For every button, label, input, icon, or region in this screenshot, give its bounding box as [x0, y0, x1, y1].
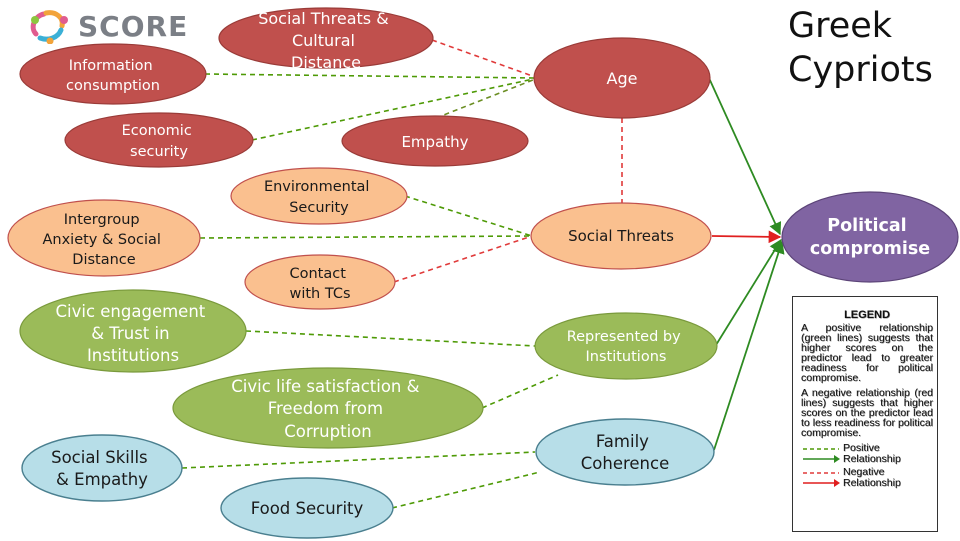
svg-text:Family Coherence: Family Coherence: [581, 432, 669, 473]
arrow-family-to-political-compromise: [713, 240, 785, 451]
arrow-represented-to-political-compromise: [715, 238, 782, 346]
node-label-line: Economic: [122, 123, 192, 139]
score-logo: SCORE: [26, 8, 188, 44]
svg-text:Social Threats: Social Threats: [568, 227, 674, 245]
svg-text:Social Skills & Empathy: Social Skills & Empathy: [51, 448, 153, 489]
legend-title: LEGEND: [844, 309, 890, 321]
page-title: Greek Cypriots: [788, 4, 958, 92]
node-label-line: & Empathy: [56, 470, 148, 489]
node-family-coherence: Family Coherence: [535, 418, 715, 486]
node-label-line: Social Threats &: [258, 9, 388, 28]
node-environmental-security: Environmental Security: [230, 167, 408, 225]
node-label-line: Empathy: [401, 133, 468, 151]
svg-text:Empathy: Empathy: [401, 133, 468, 151]
node-represented-by-institutions: Represented by Institutions: [534, 312, 718, 380]
svg-text:Contact with TCs: Contact with TCs: [289, 266, 350, 302]
legend-negative-swatch: [803, 472, 840, 487]
title-line-2: Cypriots: [788, 50, 933, 90]
node-label-line: Contact: [289, 266, 346, 282]
link-intergroup-to-social-threats: [199, 235, 532, 239]
link-food-to-family: [391, 471, 541, 509]
node-label-line: Civic engagement: [56, 302, 206, 321]
legend-negative-row: Negative Relationship: [801, 467, 933, 489]
legend-box: LEGEND A positive relationship (green li…: [792, 296, 938, 532]
node-label-line: Environmental: [264, 179, 370, 195]
node-label-line: & Trust in: [91, 324, 169, 343]
svg-text:Information consumption: Information consumption: [66, 58, 160, 94]
node-label-line: compromise: [810, 239, 930, 259]
outcome-arrows: [708, 77, 785, 451]
svg-text:Civic life satisfaction &: Civic life satisfaction & Freedom from C…: [231, 377, 424, 441]
node-label-line: Political: [827, 216, 906, 236]
link-economic-to-age: [251, 77, 539, 141]
arrow-age-to-political-compromise: [708, 77, 782, 236]
arrow-social-threats-to-political-compromise: [711, 230, 782, 244]
node-label-line: Civic life satisfaction &: [231, 377, 419, 396]
legend-positive-text: A positive relationship (green lines) su…: [801, 322, 933, 384]
link-empathy-to-age: [435, 77, 539, 119]
node-label-line: Anxiety & Social: [42, 232, 160, 248]
node-contact-tcs: Contact with TCs: [244, 254, 396, 310]
node-label-line: Social Threats: [568, 227, 674, 245]
link-civic-life-to-represented: [481, 374, 559, 409]
score-logo-icon: [30, 10, 68, 44]
node-political-compromise: Political compromise: [781, 191, 959, 283]
node-age: Age: [533, 37, 711, 119]
node-label-line: with TCs: [289, 286, 350, 302]
node-label-line: consumption: [66, 78, 160, 94]
node-label-line: Institutions: [586, 349, 667, 365]
node-economic-security: Economic security: [64, 112, 254, 168]
legend-negative-text: A negative relationship (red lines) sugg…: [801, 387, 933, 439]
node-label-line: Cultural: [292, 31, 355, 50]
link-civic-engagement-to-represented: [245, 330, 536, 347]
node-civic-engagement: Civic engagement & Trust in Institutions: [19, 289, 247, 373]
legend-positive-row: Positive Relationship: [801, 443, 933, 465]
node-label-line: Corruption: [284, 422, 371, 441]
node-food-security: Food Security: [220, 477, 394, 539]
title-line-1: Greek: [788, 6, 893, 46]
svg-text:Civic engagement & Trust: Civic engagement & Trust in Institutions: [56, 302, 211, 365]
node-label-line: Represented by: [567, 329, 681, 345]
svg-text:Food Security: Food Security: [251, 499, 364, 518]
predictor-links: [181, 39, 623, 509]
node-label-line: Age: [607, 69, 638, 88]
link-information-to-age: [204, 73, 536, 79]
node-label-line: security: [130, 144, 188, 160]
svg-text:Represented by Instituti: Represented by Institutions: [567, 329, 686, 365]
logo-text: SCORE: [78, 9, 189, 43]
svg-text:Environmental Security: Environmental Security: [264, 179, 374, 216]
node-label-line: Distance: [291, 53, 361, 72]
node-civic-life-satisfaction: Civic life satisfaction & Freedom from C…: [172, 367, 484, 449]
node-intergroup-anxiety: Intergroup Anxiety & Social Distance: [7, 199, 201, 277]
link-contact-to-social-threats: [393, 235, 533, 283]
node-label-line: Security: [289, 200, 349, 216]
legend-positive-swatch: [803, 448, 840, 463]
node-social-threats: Social Threats: [530, 202, 712, 270]
node-information-consumption: Information consumption: [19, 43, 207, 105]
link-environmental-to-social-threats: [404, 195, 533, 237]
svg-text:Political compromise: Political compromise: [810, 216, 930, 259]
svg-text:Social Threats & Cultura: Social Threats & Cultural Distance: [258, 9, 394, 72]
svg-text:Economic security: Economic security: [122, 123, 197, 160]
node-label-line: Institutions: [87, 346, 179, 365]
node-label-line: Distance: [72, 252, 135, 268]
node-social-skills: Social Skills & Empathy: [21, 434, 183, 502]
node-label-line: Family: [596, 432, 649, 451]
node-label-line: Social Skills: [51, 448, 148, 467]
legend-negative-label: Negative Relationship: [843, 466, 901, 489]
legend-positive-label: Positive Relationship: [843, 442, 901, 465]
svg-text:Intergroup Anxiety & Soc: Intergroup Anxiety & Social Distance: [42, 212, 165, 268]
svg-text:Age: Age: [607, 69, 638, 88]
node-social-threats-cultural-distance: Social Threats & Cultural Distance: [218, 7, 434, 72]
link-social-threats-cultural-to-age: [431, 39, 539, 79]
node-label-line: Coherence: [581, 454, 669, 473]
node-label-line: Food Security: [251, 499, 364, 518]
link-social-skills-to-family: [181, 451, 536, 469]
node-label-line: Intergroup: [64, 212, 140, 228]
node-label-line: Information: [69, 58, 153, 74]
node-label-line: Freedom from: [268, 399, 383, 418]
node-empathy: Empathy: [341, 115, 529, 167]
